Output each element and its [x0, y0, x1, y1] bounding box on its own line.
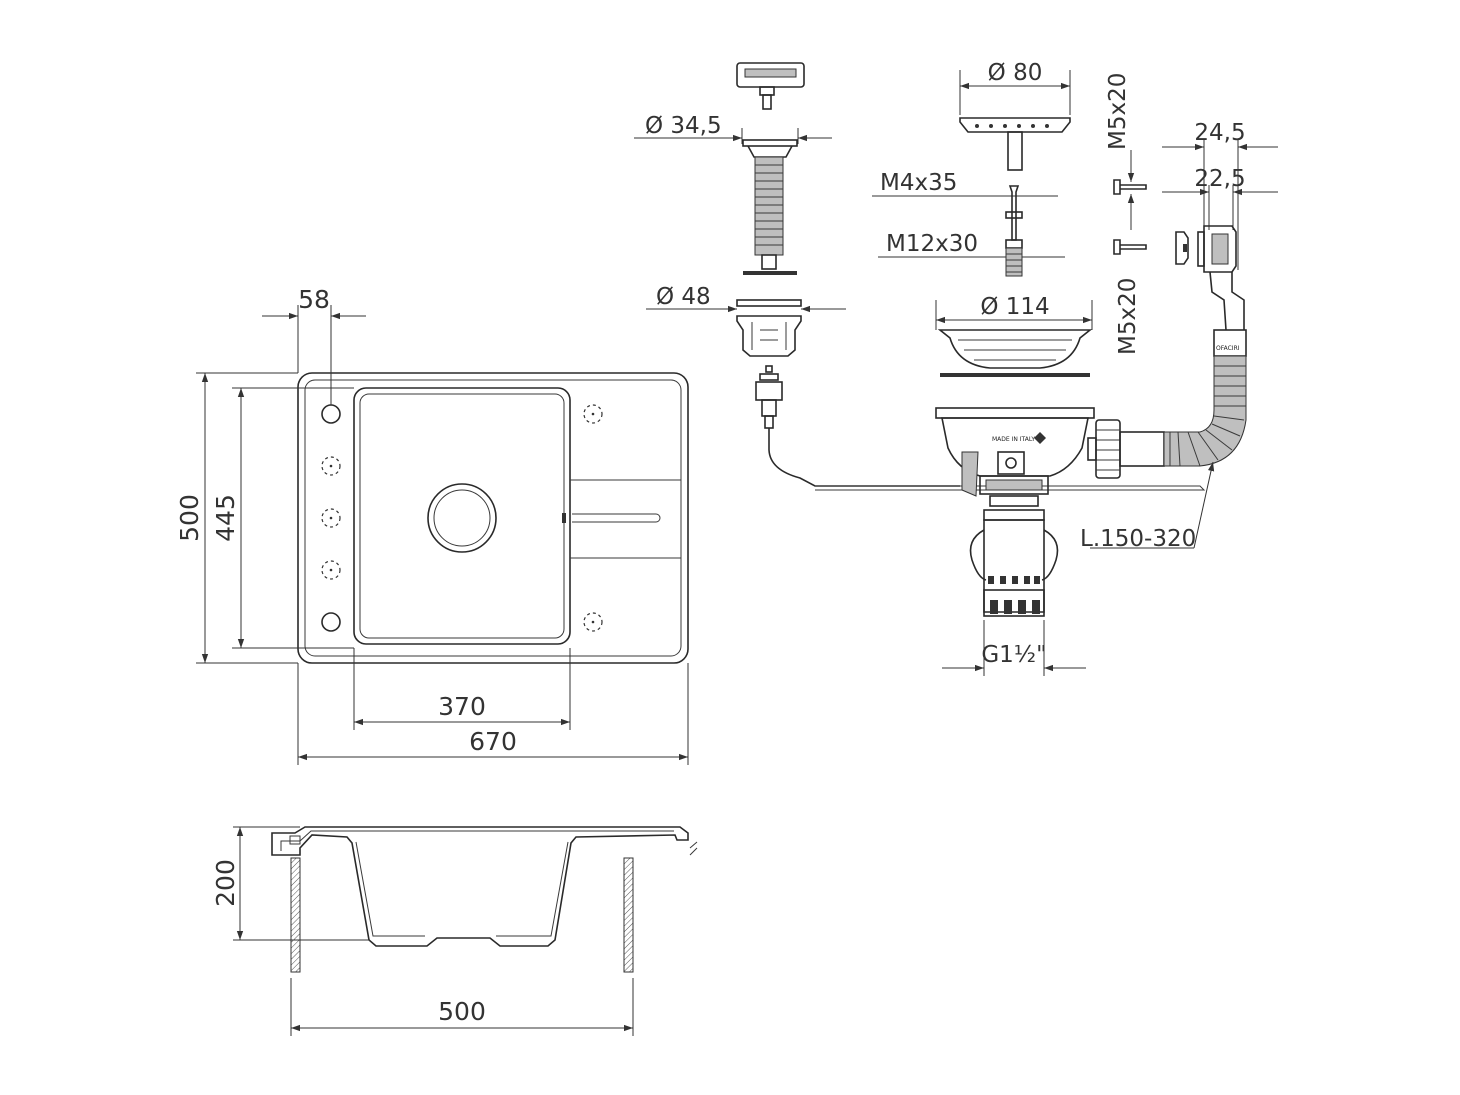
section-view: 200 500	[211, 826, 698, 1036]
dim-cabinet-width: 500	[438, 997, 486, 1026]
dim-tap-offset: 58	[298, 285, 330, 314]
waste-body	[941, 417, 1089, 477]
svg-text:OFACIRI: OFACIRI	[1216, 345, 1240, 352]
strainer-basket	[937, 329, 1093, 369]
overflow-head	[1203, 225, 1237, 273]
tap-hole-optional	[321, 560, 341, 580]
dim-section-depth: 200	[211, 859, 240, 907]
label-screw-m12: M12x30	[886, 231, 978, 257]
dim-total-width: 670	[469, 727, 517, 756]
dim-basket: Ø 114	[980, 294, 1049, 320]
plan-view: 58 500 445 370 670	[175, 285, 689, 765]
made-in-italy-stamp: MADE IN ITALY	[992, 436, 1035, 443]
pop-up-cable	[768, 428, 960, 487]
label-bolt-bottom: M5x20	[1115, 278, 1141, 355]
tap-hole-optional	[583, 612, 603, 632]
tap-hole-optional	[321, 508, 341, 528]
dim-overflow-button: Ø 34,5	[645, 113, 722, 139]
cabinet-wall-left	[290, 857, 301, 973]
dim-strainer-plug: Ø 80	[988, 60, 1043, 86]
sink-profile	[271, 826, 689, 947]
label-bolt-top: M5x20	[1105, 73, 1131, 150]
dim-depth-total: 500	[175, 494, 204, 542]
dim-overflow-inner: 22,5	[1194, 166, 1245, 192]
tap-hole-optional	[321, 456, 341, 476]
tap-hole	[321, 612, 341, 632]
tap-hole	[321, 404, 341, 424]
sink-bowl	[353, 387, 571, 645]
overflow-hose-assembly: M5x20 M5x20 24,5 22,5 OFACIRI	[1080, 73, 1278, 552]
overflow-assembly: Ø 34,5 Ø 48	[634, 62, 1206, 491]
strainer-assembly: Ø 80 M4x35 M12x30 Ø 114	[872, 60, 1165, 676]
label-hose-length: L.150-320	[1080, 526, 1196, 552]
waste-outlet	[983, 519, 1045, 613]
tap-hole-optional	[583, 404, 603, 424]
label-screw-m4: M4x35	[880, 170, 957, 196]
drain-outlet	[427, 483, 497, 553]
overflow-threaded-tube	[754, 156, 784, 256]
overflow-slot	[572, 513, 661, 523]
dim-thread: G1½"	[981, 642, 1046, 668]
overflow-body	[736, 315, 802, 357]
dim-overflow-body: Ø 48	[656, 284, 711, 310]
strainer-plug	[959, 117, 1071, 133]
cabinet-wall-right	[623, 857, 634, 973]
dim-overflow-outer: 24,5	[1194, 120, 1245, 146]
overflow-cover	[1175, 231, 1189, 265]
flexible-hose	[1163, 355, 1247, 467]
dim-depth-bowl: 445	[211, 494, 240, 542]
overflow-nut	[1095, 419, 1121, 479]
sink-outline	[297, 372, 689, 664]
dim-bowl-width: 370	[438, 692, 486, 721]
